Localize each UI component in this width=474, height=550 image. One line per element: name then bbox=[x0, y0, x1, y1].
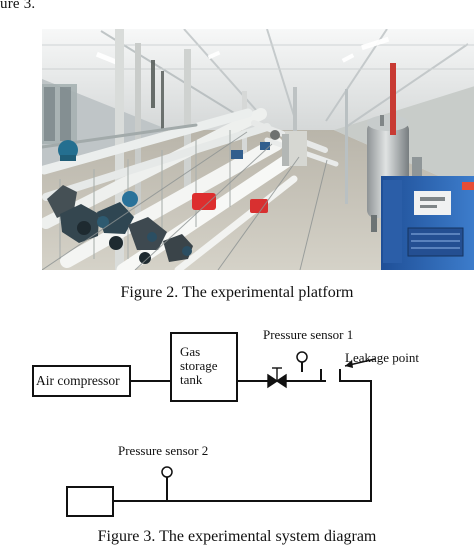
gas-storage-tank-label: Gas storage tank bbox=[180, 345, 226, 387]
previous-text-fragment: ure 3. bbox=[0, 0, 36, 12]
pressure-sensor-1-icon bbox=[296, 351, 308, 363]
pressure-sensor-2-icon bbox=[161, 466, 173, 478]
valve-icon bbox=[267, 367, 287, 389]
figure-3-caption: Figure 3. The experimental system diagra… bbox=[97, 528, 377, 545]
terminal-box bbox=[66, 486, 114, 517]
gas-storage-tank-line-1: Gas bbox=[180, 344, 201, 359]
leakage-point-label: Leakage point bbox=[345, 350, 419, 365]
air-compressor-label: Air compressor bbox=[36, 373, 120, 388]
pressure-sensor-1-label: Pressure sensor 1 bbox=[263, 327, 354, 342]
experimental-system-diagram bbox=[32, 332, 376, 517]
gas-storage-tank-line-2: storage bbox=[180, 358, 218, 373]
laboratory-illustration bbox=[42, 29, 474, 270]
pressure-sensor-2-label: Pressure sensor 2 bbox=[118, 443, 209, 458]
leakage-arrow-icon bbox=[344, 358, 376, 368]
gas-storage-tank-box bbox=[170, 332, 238, 402]
experimental-platform-photo bbox=[42, 29, 474, 270]
gas-storage-tank-line-3: tank bbox=[180, 372, 203, 387]
figure-2-caption: Figure 2. The experimental platform bbox=[120, 284, 354, 301]
